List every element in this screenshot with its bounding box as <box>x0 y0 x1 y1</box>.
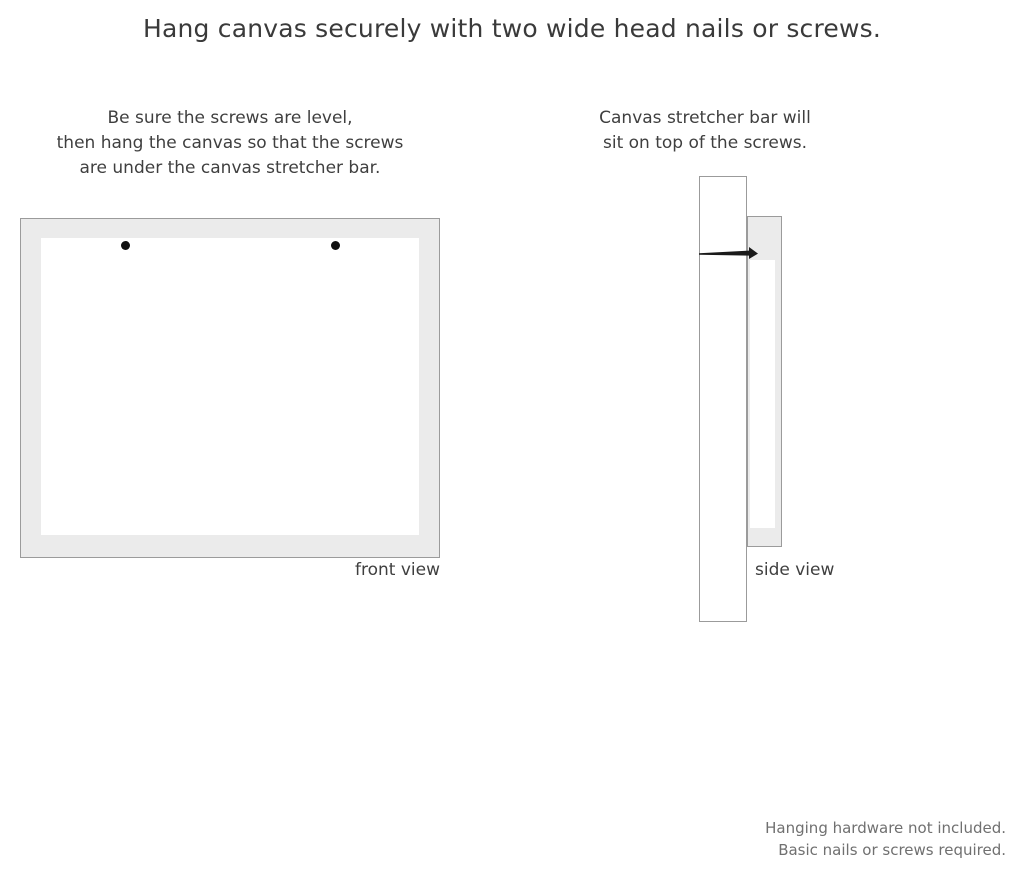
front-view-caption-line-2: then hang the canvas so that the screws <box>56 133 404 153</box>
side-view-caption-line-1: Canvas stretcher bar will <box>599 108 811 128</box>
front-view-caption: Be sure the screws are level, then hang … <box>10 106 450 181</box>
nail-icon <box>699 246 760 262</box>
canvas-surface-front <box>41 238 419 535</box>
wall-cross-section <box>699 176 747 622</box>
front-view-diagram <box>20 218 440 558</box>
front-view-caption-line-1: Be sure the screws are level, <box>107 108 353 128</box>
footer-line-1: Hanging hardware not included. <box>765 819 1006 837</box>
front-view-label: front view <box>355 560 440 580</box>
footer-line-2: Basic nails or screws required. <box>778 841 1006 859</box>
canvas-surface-side <box>750 260 775 528</box>
right-screw-icon <box>331 241 340 250</box>
page-title: Hang canvas securely with two wide head … <box>142 14 882 43</box>
side-view-caption: Canvas stretcher bar will sit on top of … <box>565 106 845 156</box>
side-view-caption-line-2: sit on top of the screws. <box>602 133 808 153</box>
footer-note: Hanging hardware not included. Basic nai… <box>765 817 1006 861</box>
left-screw-icon <box>121 241 130 250</box>
side-view-diagram <box>699 176 829 626</box>
front-view-caption-line-3: are under the canvas stretcher bar. <box>79 158 381 178</box>
side-view-label: side view <box>755 560 835 580</box>
